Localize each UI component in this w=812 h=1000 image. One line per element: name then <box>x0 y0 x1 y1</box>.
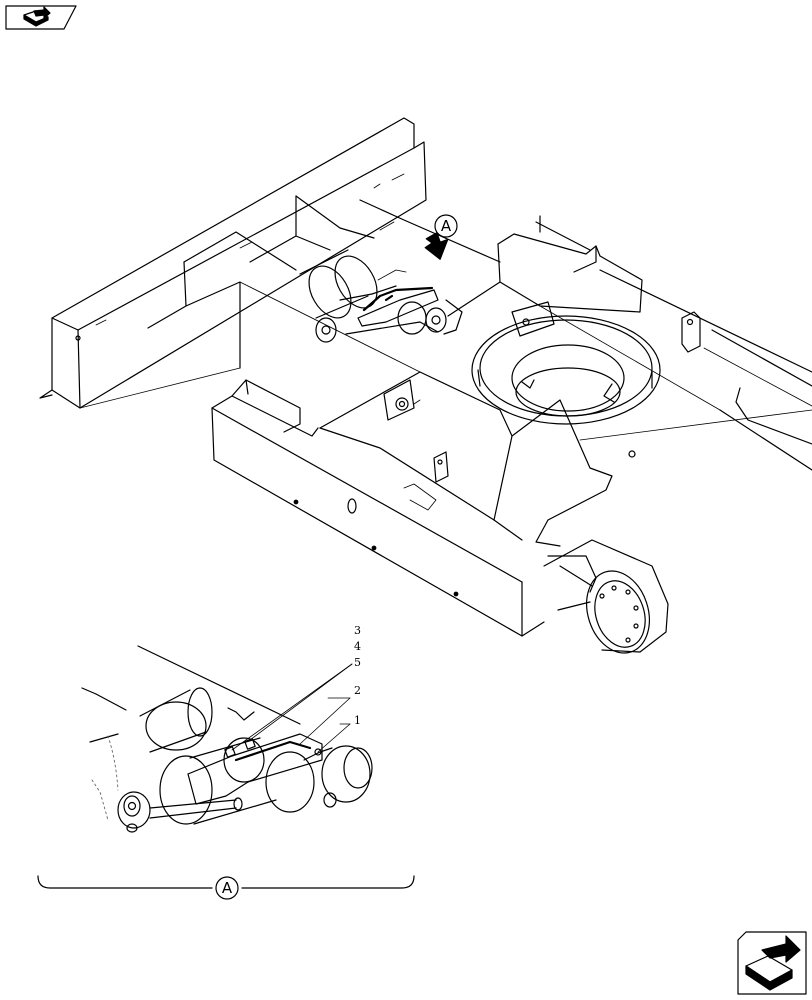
detail-accumulator-lower <box>159 737 373 825</box>
view-a-marker-letter: A <box>441 217 452 235</box>
callout-3: 3 <box>354 624 361 637</box>
mount-brackets <box>433 301 701 483</box>
detail-accumulator-upper <box>139 687 255 753</box>
center-crossmember <box>319 371 613 547</box>
swing-bearing-ring <box>471 315 661 425</box>
view-arrow-icon <box>424 232 449 260</box>
dozer-blade <box>39 117 427 409</box>
callout-labels: 3 4 5 2 1 <box>354 624 361 727</box>
callout-1: 1 <box>354 714 361 727</box>
page-next-icon <box>745 935 801 991</box>
page-prev-icon <box>23 6 51 27</box>
detail-view-letter: A <box>222 879 233 897</box>
hose-clamp-bracket <box>383 379 421 421</box>
bottom-right-nav-button[interactable] <box>737 931 807 995</box>
callout-5: 5 <box>354 656 361 669</box>
detail-end-fitting <box>117 791 243 833</box>
callout-4: 4 <box>354 640 361 653</box>
detail-view-bracket: A <box>37 875 415 900</box>
drive-sprocket-housing <box>543 539 669 654</box>
track-frame <box>211 243 812 637</box>
detail-bracket <box>187 733 323 805</box>
top-left-nav-button[interactable] <box>5 5 77 30</box>
detail-view-a: 3 4 5 2 1 A <box>37 624 415 900</box>
track-guard-pads <box>231 215 597 433</box>
undercarriage-frame: A <box>39 117 812 654</box>
callout-2: 2 <box>354 684 361 697</box>
pressure-accumulator-assembly <box>299 249 463 343</box>
view-a-marker[interactable]: A <box>422 214 458 263</box>
detail-leader-lines <box>231 663 353 753</box>
frame-ribs <box>79 195 501 409</box>
